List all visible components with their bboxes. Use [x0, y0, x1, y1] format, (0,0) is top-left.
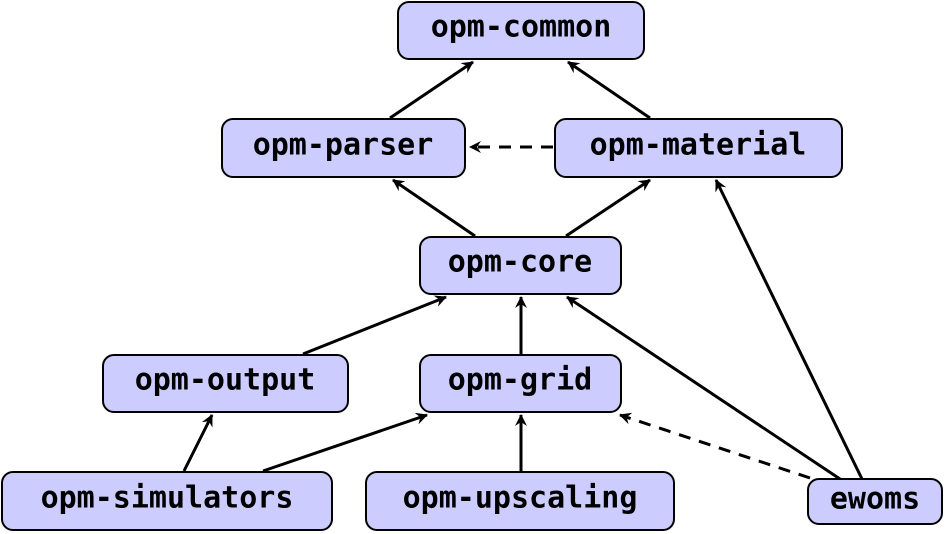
- node-label: opm-grid: [448, 363, 593, 398]
- edge-opm-simulators-to-opm-grid: [262, 412, 428, 473]
- node-label: opm-upscaling: [403, 481, 638, 516]
- edge-ewoms-to-opm-grid: [619, 412, 811, 480]
- edge-opm-core-to-opm-parser: [392, 178, 476, 238]
- node-opm-simulators: opm-simulators: [1, 471, 333, 531]
- node-opm-grid: opm-grid: [419, 354, 622, 413]
- node-opm-core: opm-core: [419, 236, 622, 295]
- node-label: opm-parser: [253, 128, 434, 163]
- node-opm-common: opm-common: [397, 1, 645, 60]
- edge-opm-simulators-to-opm-output: [182, 414, 214, 472]
- node-label: opm-common: [431, 10, 612, 45]
- node-opm-material: opm-material: [554, 118, 843, 178]
- node-ewoms: ewoms: [807, 478, 943, 525]
- node-opm-output: opm-output: [102, 354, 349, 413]
- node-label: opm-output: [135, 363, 316, 398]
- edge-opm-parser-to-opm-common: [389, 60, 474, 120]
- edge-ewoms-to-opm-core: [566, 295, 841, 481]
- edge-opm-output-to-opm-core: [302, 295, 447, 356]
- node-label: opm-simulators: [41, 481, 294, 516]
- node-label: ewoms: [830, 482, 920, 517]
- edge-ewoms-to-opm-material: [714, 179, 864, 480]
- node-label: opm-material: [590, 128, 807, 163]
- node-opm-upscaling: opm-upscaling: [365, 471, 675, 531]
- edge-opm-core-to-opm-material: [565, 178, 651, 238]
- node-opm-parser: opm-parser: [221, 118, 466, 178]
- node-label: opm-core: [448, 245, 593, 280]
- edge-opm-material-to-opm-common: [567, 60, 651, 120]
- edge-layer: [182, 60, 864, 481]
